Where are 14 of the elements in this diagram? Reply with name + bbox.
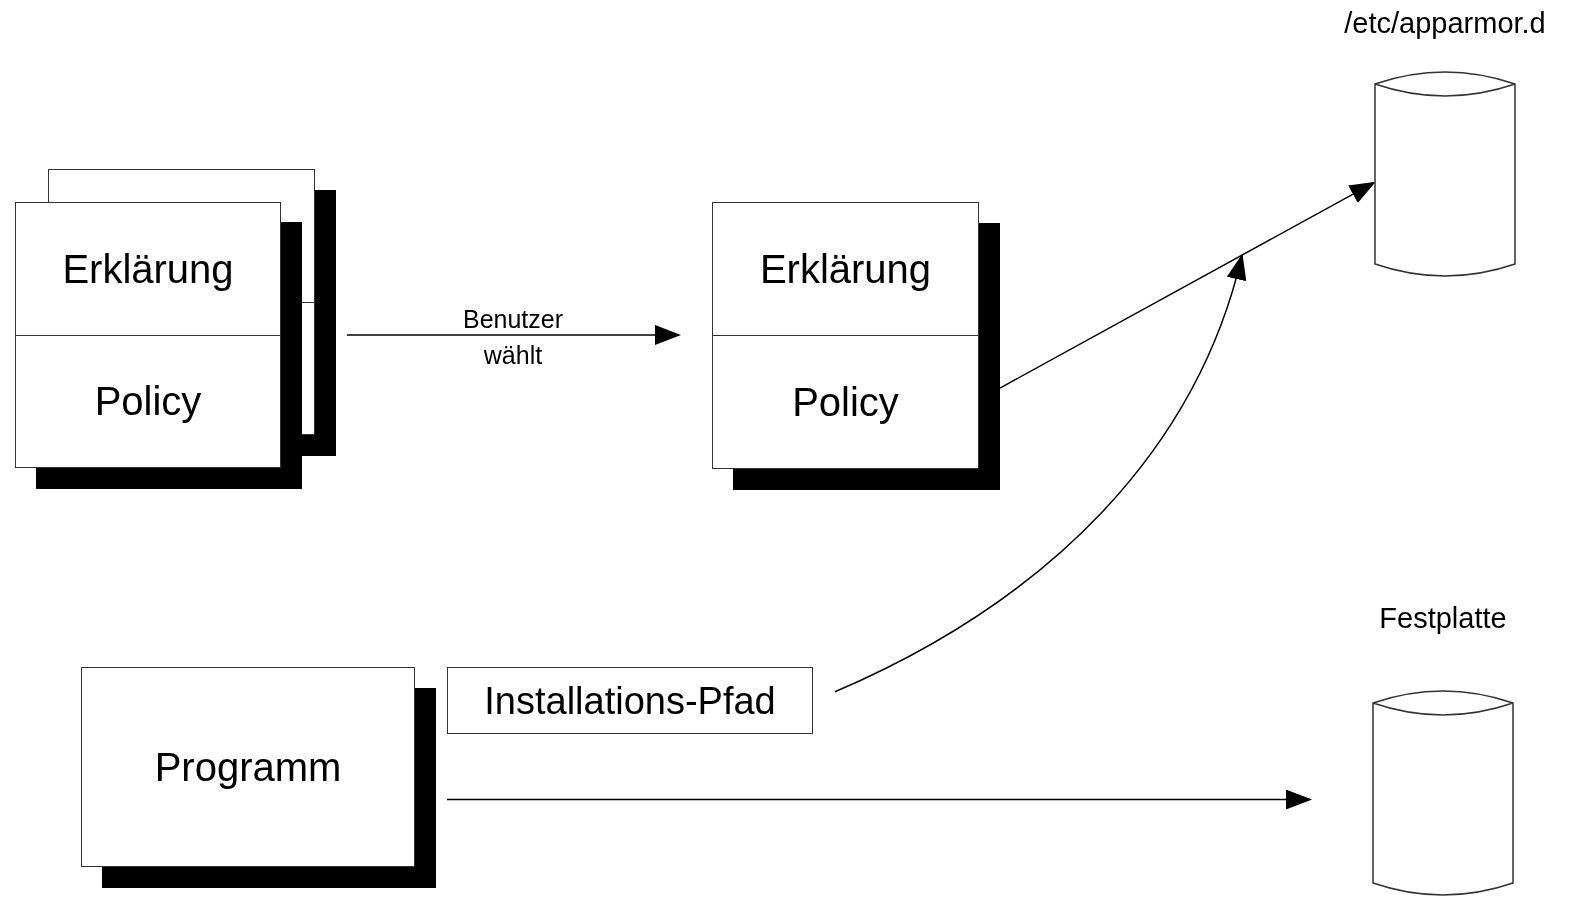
box-text: Policy: [792, 382, 899, 422]
box-text: Erklärung: [759, 249, 932, 289]
stacked-cards: [15, 169, 336, 490]
cylinder-label: /etc/apparmor.d: [1344, 6, 1546, 41]
arrow: [346, 324, 681, 345]
arrow: [834, 253, 1246, 693]
edge-label: Benutzer wählt: [461, 303, 565, 371]
cylinder-label: Festplatte: [1379, 601, 1507, 636]
box-text: Programm: [154, 747, 342, 787]
arrow: [999, 181, 1376, 389]
label-box: Installations-Pfad: [447, 667, 813, 734]
arrow: [446, 789, 1312, 810]
box-text: Policy: [94, 381, 202, 422]
box-text: Erklärung: [62, 248, 234, 289]
